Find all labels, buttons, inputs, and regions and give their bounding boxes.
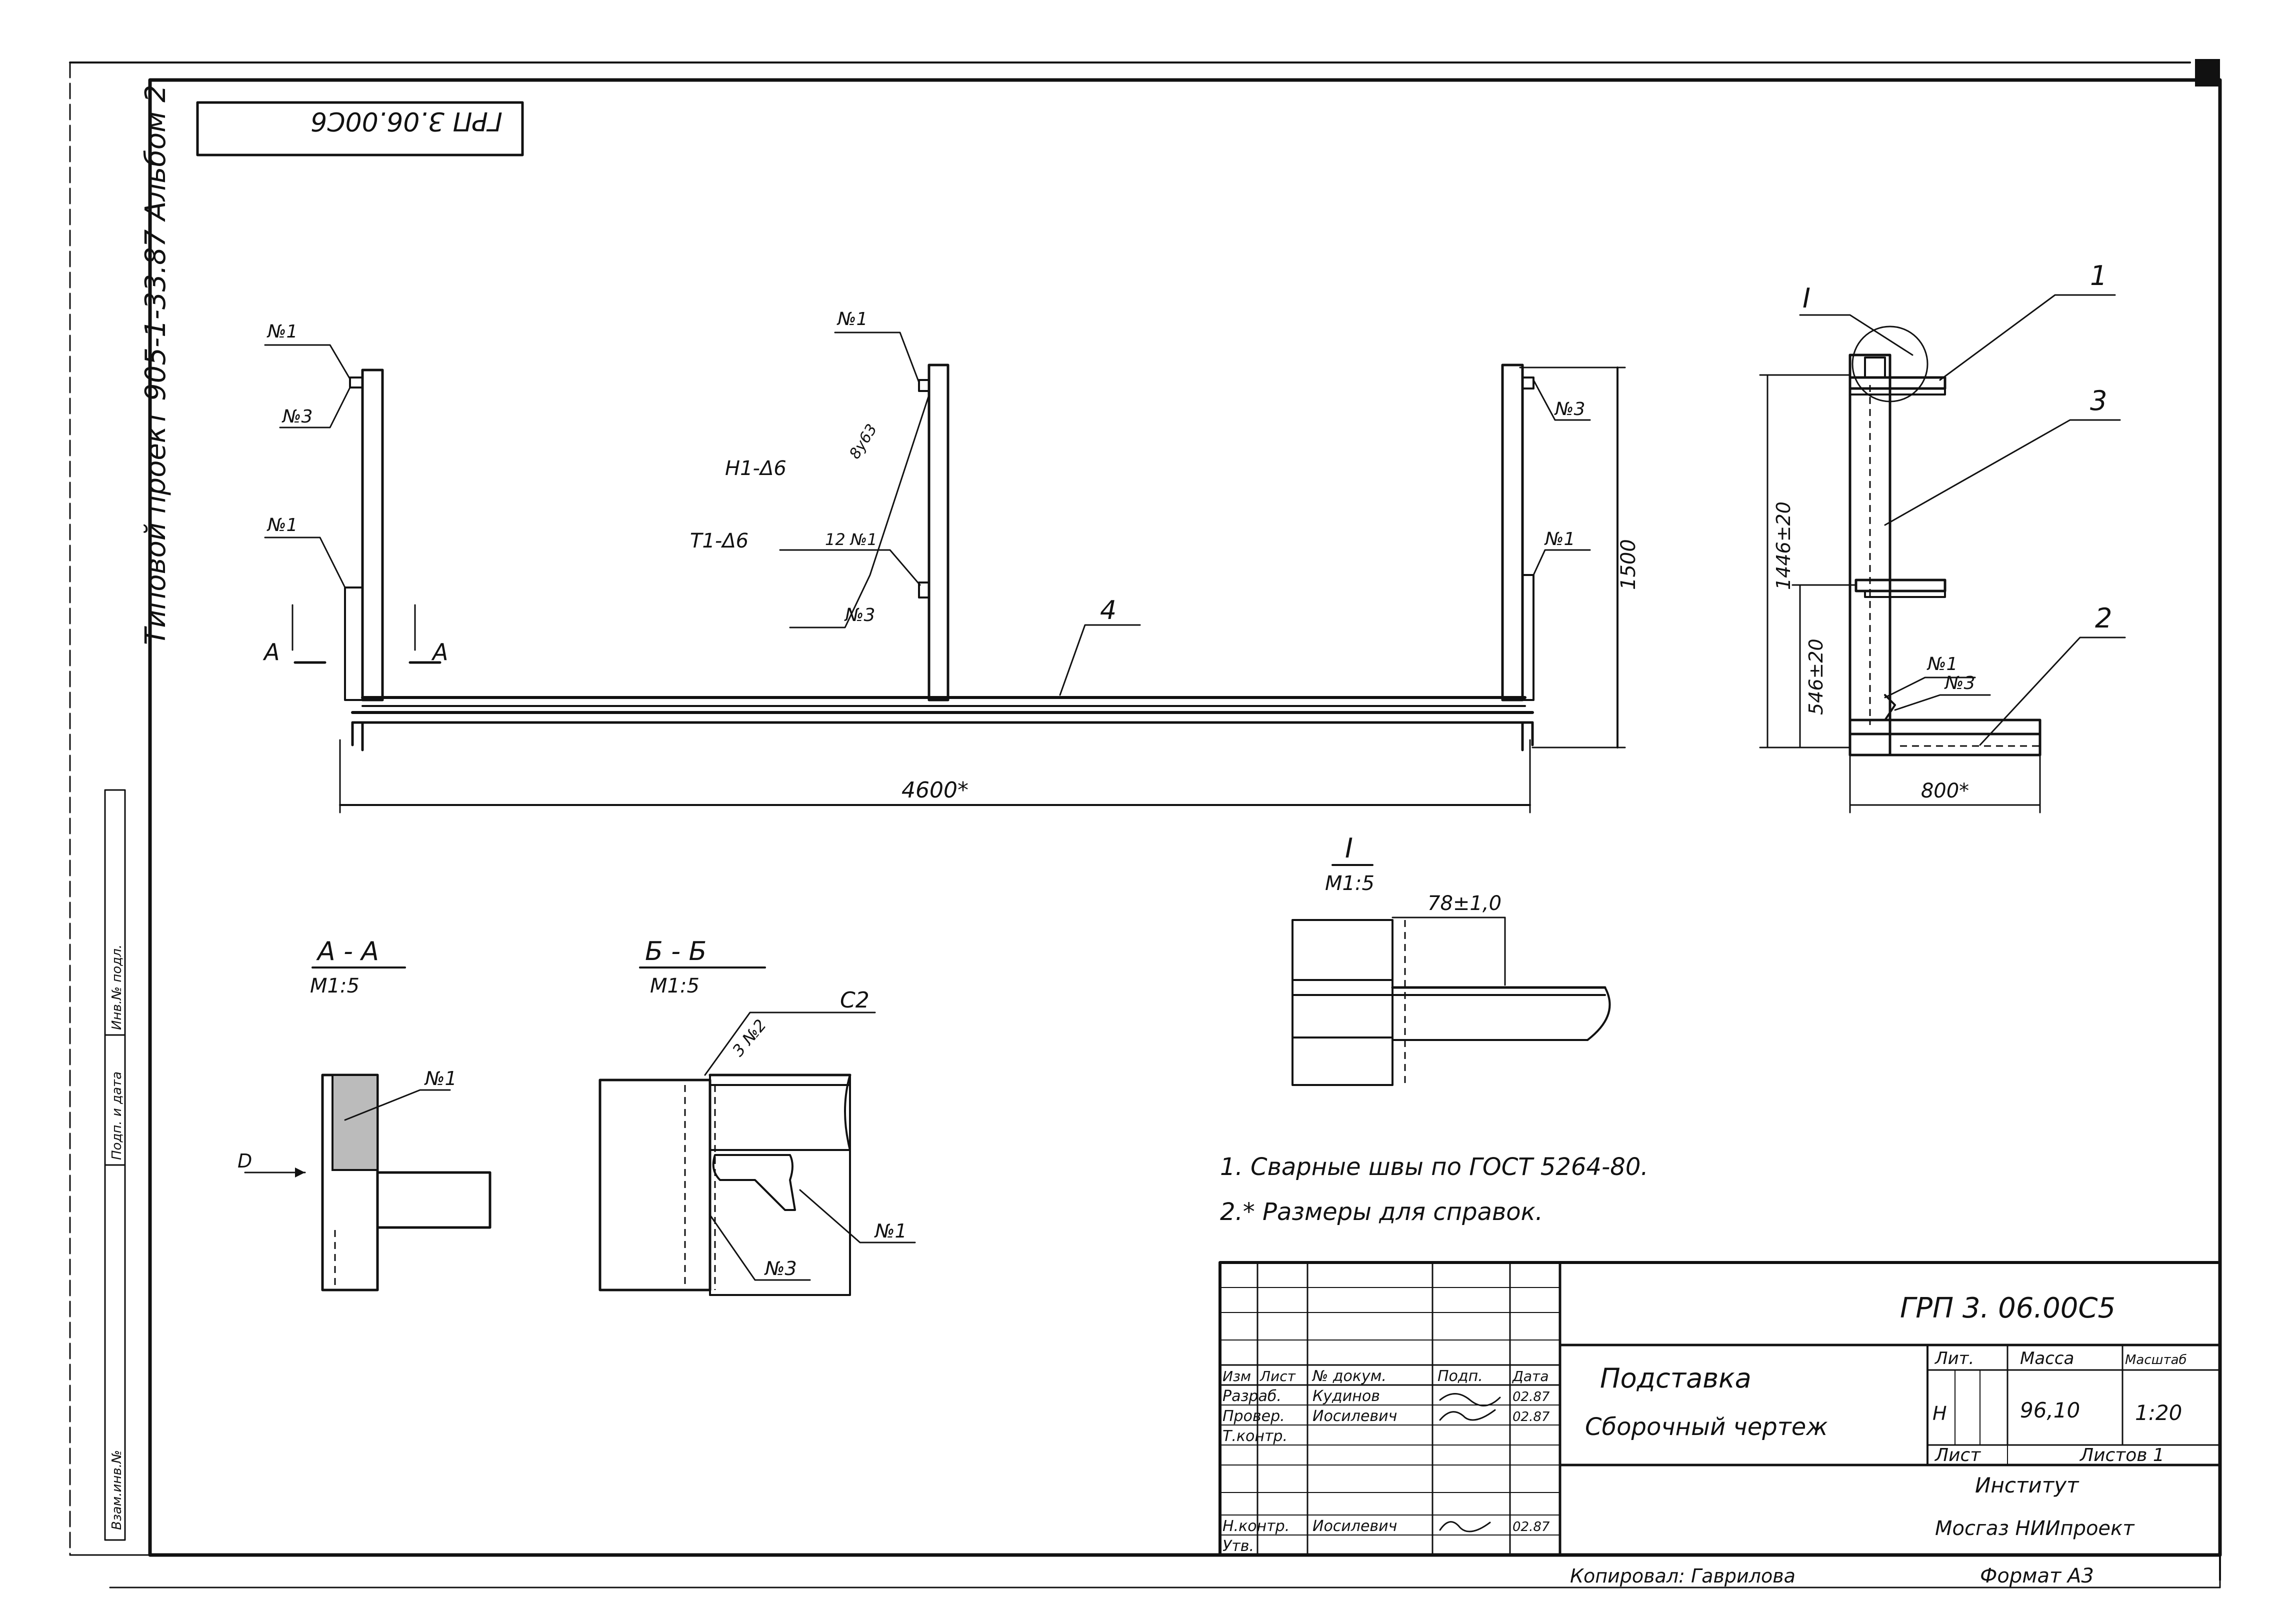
tb-mass-label: Масса	[2020, 1348, 2074, 1368]
dim-800: 800*	[1921, 780, 1969, 802]
weld-h1-note: 8у63	[846, 421, 880, 462]
section-BB-weld-1: №1	[874, 1220, 907, 1242]
tb-name: Подставка	[1600, 1362, 1752, 1394]
tb-date-2: 02.87	[1512, 1410, 1550, 1424]
tb-lit-value: Н	[1932, 1402, 1947, 1424]
tb-head-sign: Подп.	[1438, 1368, 1483, 1385]
tb-doc-type: Сборочный чертеж	[1585, 1413, 1828, 1441]
tb-role-2: Провер.	[1222, 1408, 1285, 1425]
tb-name-5: Иосилевич	[1312, 1518, 1397, 1535]
section-BB-c2: С2	[840, 988, 870, 1013]
tb-lit-label: Лит.	[1934, 1348, 1974, 1368]
weld-h1: Н1-Δ6	[725, 457, 786, 480]
dim-height-label: 1500	[1617, 539, 1640, 590]
tb-sheets-label: Листов 1	[2079, 1445, 2164, 1466]
detail-I-dim: 78±1,0	[1428, 892, 1502, 915]
leader-2: 2	[2095, 602, 2112, 634]
box-label-2: Подп. и дата	[110, 1072, 124, 1160]
tb-head-izm: Изм	[1222, 1368, 1251, 1384]
side-weld-1: №1	[1926, 654, 1958, 674]
tb-head-list: Лист	[1260, 1368, 1296, 1384]
section-BB: Б - Б М1:5 3 №2 С2 №1 №3	[598, 936, 916, 1296]
dim-1446: 1446±20	[1772, 502, 1794, 590]
tb-date-1: 02.87	[1512, 1390, 1550, 1404]
section-AA-mark: D	[238, 1150, 252, 1172]
leader-I: I	[1802, 282, 1810, 314]
section-mark-a-left: А	[262, 638, 280, 666]
weld-label-mid-2: 12 №1	[825, 530, 878, 549]
tb-institute-2: Мосгаз НИИпроект	[1935, 1517, 2135, 1540]
tb-mass-value: 96,10	[2020, 1398, 2080, 1422]
footer: Копировал: Гаврилова Формат А3	[1570, 1564, 2094, 1588]
section-BB-title: Б - Б	[645, 936, 706, 966]
notes: 1. Сварные швы по ГОСТ 5264-80. 2.* Разм…	[1220, 1153, 1648, 1226]
side-strip: Типовой проект 905-1-33.87 Альбом 2 ГРП …	[104, 84, 524, 1541]
tb-sheet-label: Лист	[1934, 1445, 1981, 1466]
section-AA: А - А М1:5 №1 D	[238, 936, 492, 1292]
tb-name-2: Иосилевич	[1312, 1408, 1397, 1425]
title-block: Изм Лист № докум. Подп. Дата Разраб. Куд…	[1218, 1261, 2222, 1556]
main-view: 4600* 1500 А А 4 №1 №3 №1 №1 №3 12 №1 Н1…	[262, 309, 1640, 814]
note-1: 1. Сварные швы по ГОСТ 5264-80.	[1220, 1153, 1648, 1181]
leader-3: 3	[2090, 385, 2107, 416]
weld-label-mid-3: №3	[844, 605, 875, 626]
detail-I: I М1:5 78±1,0	[1292, 832, 1611, 1086]
side-view: I 1 3 2 №1 №3 1446±20 546±20 800*	[1759, 260, 2126, 814]
leader-1: 1	[2090, 260, 2107, 292]
detail-I-title: I	[1345, 832, 1353, 864]
weld-label-right-2: №1	[1544, 529, 1575, 550]
weld-label-right-1: №3	[1554, 399, 1585, 420]
tb-head-date: Дата	[1512, 1368, 1549, 1384]
footer-copied: Копировал: Гаврилова	[1570, 1565, 1796, 1587]
code-rotated: ГРП 3.06.00С6	[310, 106, 502, 136]
tb-role-6: Утв.	[1222, 1538, 1254, 1555]
tb-scale-label: Масштаб	[2125, 1352, 2187, 1368]
tb-date-5: 02.87	[1512, 1520, 1550, 1534]
weld-t1: Т1-Δ6	[690, 530, 748, 552]
section-AA-weld: №1	[424, 1068, 457, 1090]
side-weld-3: №3	[1944, 673, 1975, 694]
leader-4: 4	[1100, 596, 1116, 626]
dim-546: 546±20	[1805, 638, 1827, 715]
tb-head-doc: № докум.	[1312, 1368, 1386, 1385]
album-label: Типовой проект 905-1-33.87 Альбом 2	[140, 84, 172, 645]
tb-name-1: Кудинов	[1312, 1388, 1380, 1405]
box-label-3: Взам.инв.№	[110, 1450, 124, 1530]
footer-format: Формат А3	[1980, 1564, 2094, 1588]
weld-label-left-2: №3	[282, 406, 312, 427]
tb-code: ГРП 3. 06.00С5	[1900, 1292, 2116, 1324]
section-BB-scale: М1:5	[650, 974, 700, 998]
section-mark-a-right: А	[431, 638, 448, 666]
box-label-1: Инв.№ подл.	[110, 944, 124, 1030]
note-2: 2.* Размеры для справок.	[1220, 1198, 1543, 1226]
weld-label-left-1: №1	[266, 322, 298, 342]
section-BB-weld-top: 3 №2	[728, 1016, 770, 1060]
tb-scale-value: 1:20	[2135, 1400, 2182, 1425]
tb-role-3: Т.контр.	[1222, 1428, 1288, 1445]
detail-I-scale: М1:5	[1325, 872, 1374, 895]
sheet-frame	[69, 59, 2222, 1588]
tb-role-1: Разраб.	[1222, 1388, 1282, 1405]
section-BB-weld-3: №3	[764, 1258, 797, 1280]
section-AA-scale: М1:5	[310, 974, 360, 998]
weld-label-left-3: №1	[266, 515, 298, 536]
section-AA-title: А - А	[316, 936, 379, 966]
dim-length-label: 4600*	[902, 778, 968, 803]
tb-role-5: Н.контр.	[1222, 1518, 1290, 1535]
tb-institute-1: Институт	[1975, 1473, 2080, 1498]
weld-label-mid-1: №1	[836, 309, 868, 330]
